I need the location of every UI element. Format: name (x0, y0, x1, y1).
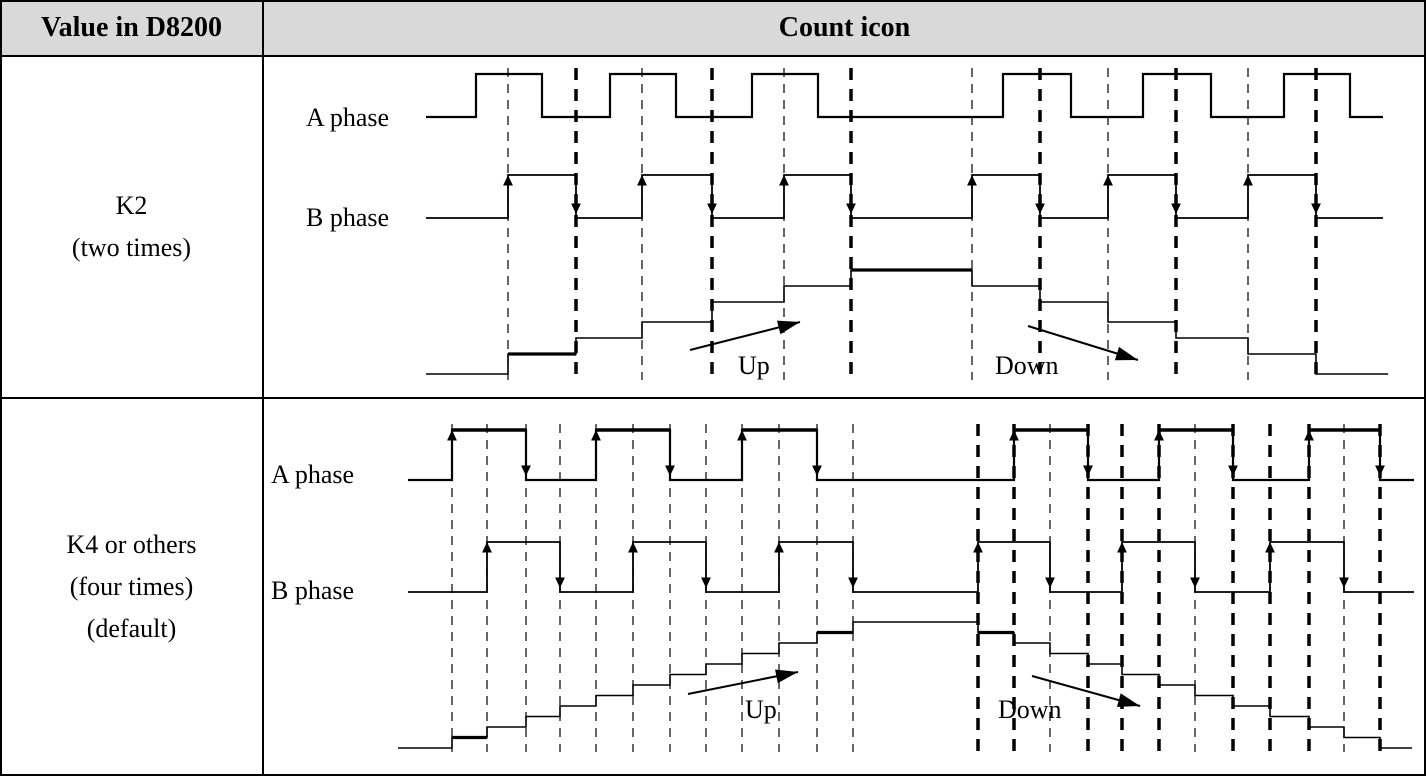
k2-b-phase-label: B phase (306, 203, 389, 232)
k4-b-fall-arrow (1045, 577, 1055, 588)
k4-up-label: Up (745, 695, 777, 724)
k4-b-fall-arrow (555, 577, 565, 588)
k2-timing-diagram: A phase B phase Up Down (306, 68, 1388, 380)
k4-a-fall-arrow (1375, 465, 1385, 476)
k4-timing-diagram: A phase B phase Up Down (271, 424, 1414, 752)
k2-dashed-guides (507, 68, 1318, 380)
k2-a-phase-label: A phase (306, 103, 389, 132)
k4-a-rise-arrow (1154, 430, 1164, 441)
row-k4-line-2: (four times) (69, 572, 194, 601)
k2-b-fall-arrow (707, 203, 717, 214)
k2-down-label: Down (995, 351, 1059, 380)
k4-dashed-guides (451, 424, 1382, 752)
k4-b-fall-arrow (1190, 577, 1200, 588)
k2-b-rise-arrow (779, 175, 789, 186)
k2-b-phase-waveform (426, 174, 1383, 219)
k4-a-rise-arrow (1009, 430, 1019, 441)
k2-b-rise-arrow (967, 175, 977, 186)
k4-b-rise-arrow (482, 542, 492, 553)
k4-b-fall-arrow (701, 577, 711, 588)
header-value-label: Value in D8200 (40, 12, 222, 43)
k2-up-arrow-head (776, 320, 800, 335)
k2-b-fall-arrow (571, 203, 581, 214)
k4-a-fall-arrow (1083, 465, 1093, 476)
table-border-top (0, 0, 1426, 2)
k2-b-rise-arrow (637, 175, 647, 186)
k2-a-phase-waveform (426, 72, 1383, 119)
k4-a-fall-arrow (1228, 465, 1238, 476)
k4-b-rise-arrow (1265, 542, 1275, 553)
k2-up-label: Up (738, 351, 770, 380)
k2-direction-arrows (689, 320, 1139, 361)
k2-b-rise-arrow (1243, 175, 1253, 186)
k4-count-staircase (398, 621, 1412, 749)
k2-b-fall-arrow (846, 203, 856, 214)
header-count-icon-label: Count icon (778, 12, 911, 43)
k4-down-arrow-head (1116, 693, 1140, 707)
row-k4-line-1: K4 or others (66, 530, 197, 559)
header-count-icon-cell: Count icon (263, 0, 1426, 56)
k4-b-rise-arrow (774, 542, 784, 553)
k4-b-fall-arrow (1339, 577, 1349, 588)
k4-down-label: Down (998, 695, 1062, 724)
row-k2-line-2: (two times) (71, 233, 192, 262)
k4-a-phase-label: A phase (271, 460, 354, 489)
k4-b-rise-arrow (628, 542, 638, 553)
k4-up-arrow-head (775, 669, 798, 684)
table-border-right (1424, 0, 1426, 776)
row-k4-line-3: (default) (86, 614, 177, 643)
k4-a-rise-arrow (447, 430, 457, 441)
k4-b-rise-arrow (1117, 542, 1127, 553)
k2-down-arrow-head (1114, 346, 1138, 361)
k4-signal-waveforms (398, 428, 1414, 749)
header-value-cell: Value in D8200 (0, 0, 263, 56)
table-border-left (0, 0, 2, 776)
k4-a-rise-arrow (591, 430, 601, 441)
k4-direction-arrows (687, 669, 1141, 707)
k4-a-phase-waveform (408, 428, 1414, 482)
table-column-divider (262, 0, 264, 776)
k4-b-phase-label: B phase (271, 576, 354, 605)
k4-b-rise-arrow (973, 542, 983, 553)
k4-a-fall-arrow (665, 465, 675, 476)
k4-b-phase-waveform (408, 541, 1414, 593)
k4-a-rise-arrow (737, 430, 747, 441)
k2-b-rise-arrow (1103, 175, 1113, 186)
k2-b-fall-arrow (1311, 203, 1321, 214)
row-k2-label-cell: K2 (two times) (0, 56, 263, 398)
table-border-bottom (0, 774, 1426, 776)
k4-b-fall-arrow (848, 577, 858, 588)
row-k2-line-1: K2 (115, 191, 148, 220)
k4-a-fall-arrow (521, 465, 531, 476)
k2-signal-waveforms (426, 72, 1388, 375)
k2-b-fall-arrow (1171, 203, 1181, 214)
k4-a-fall-arrow (812, 465, 822, 476)
k2-b-rise-arrow (503, 175, 513, 186)
table-header-rule (0, 55, 1426, 57)
k2-b-fall-arrow (1035, 203, 1045, 214)
k4-a-rise-arrow (1304, 430, 1314, 441)
row-k4-label-cell: K4 or others (four times) (default) (0, 398, 263, 776)
k2-count-staircase (426, 269, 1388, 375)
table-row-divider (0, 397, 1426, 399)
